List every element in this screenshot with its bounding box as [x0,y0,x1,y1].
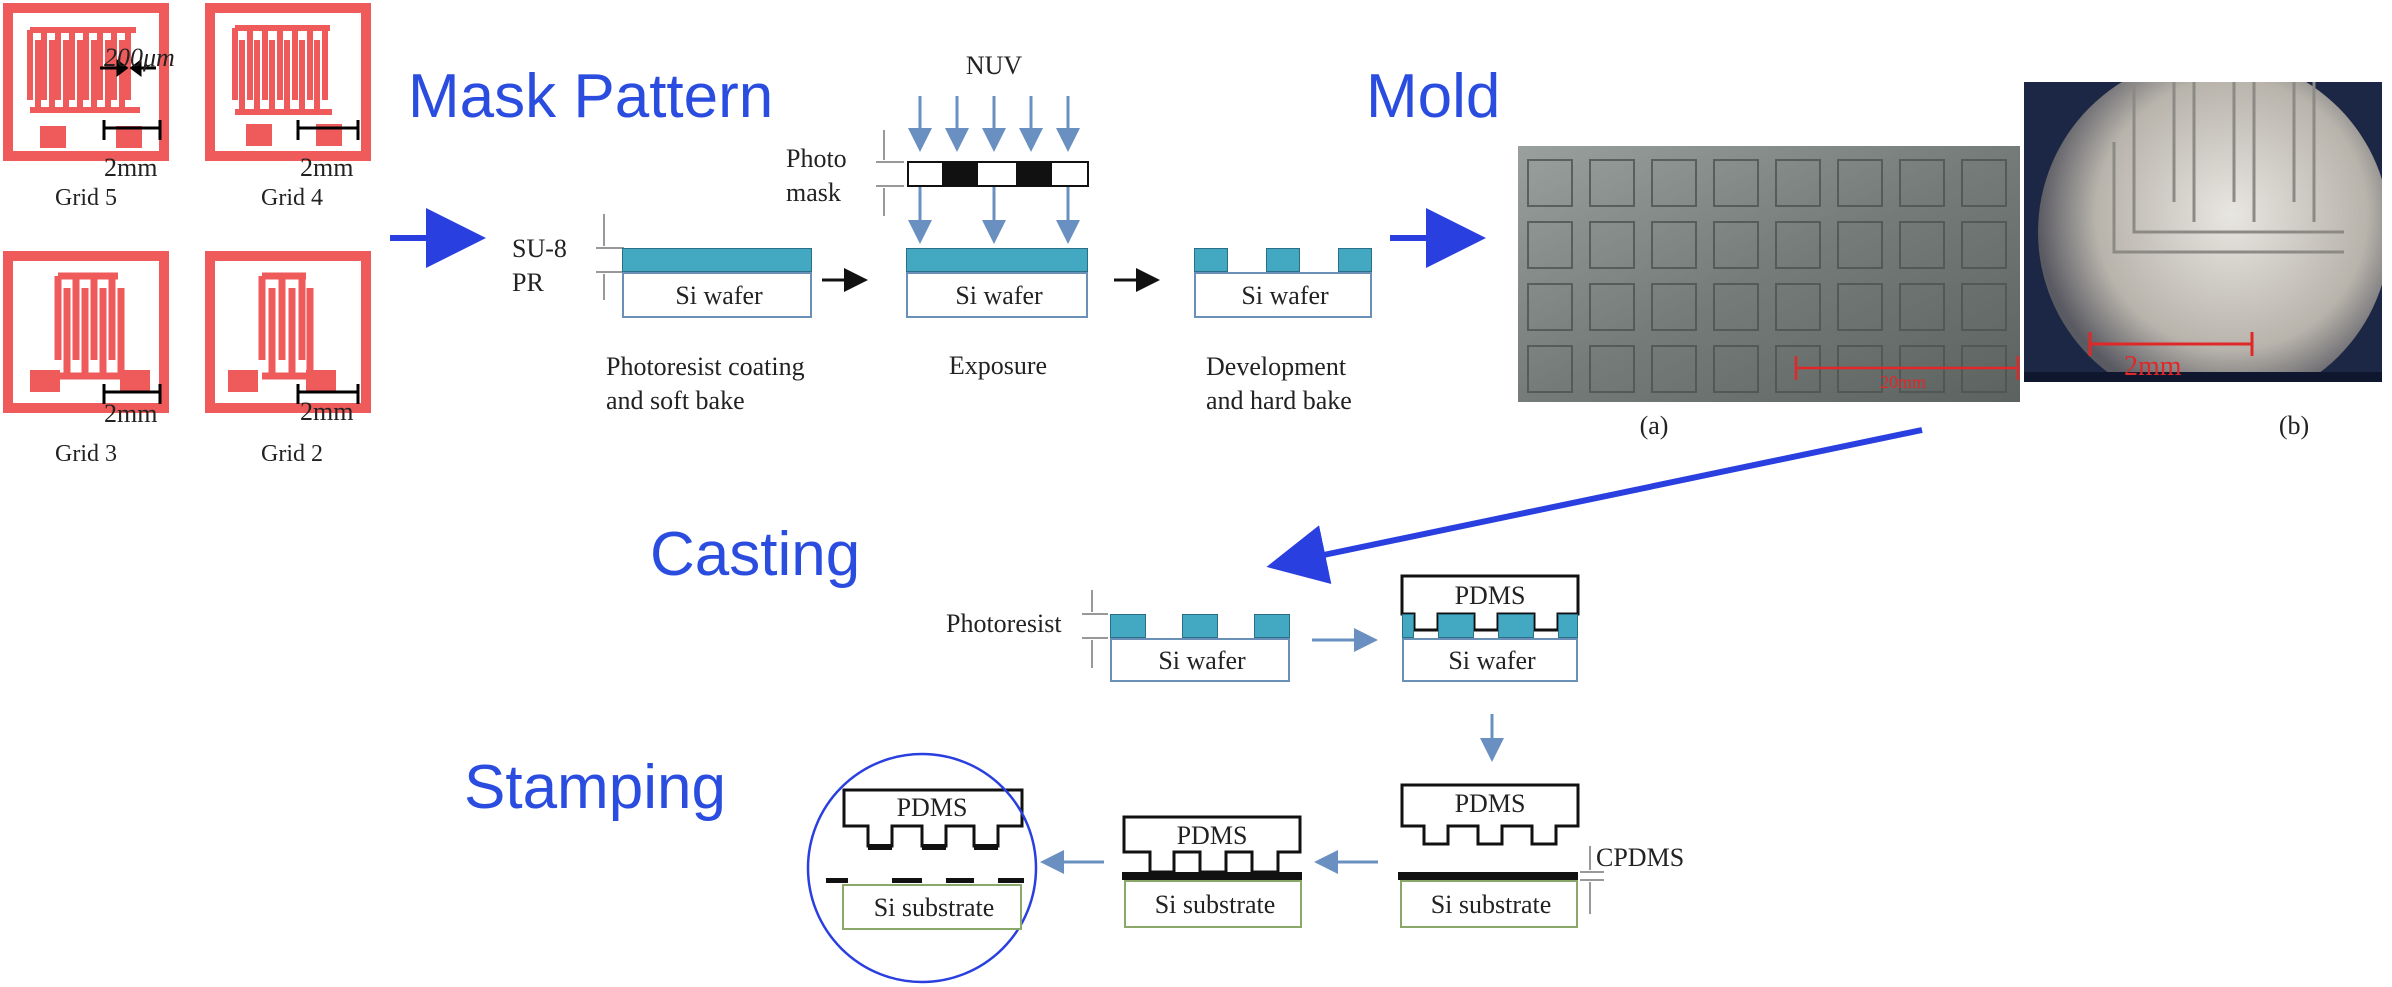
cpdms-layer-2 [1122,872,1302,880]
title-stamping: Stamping [464,753,726,822]
nuv-rays-through [908,186,1080,244]
grid-5-scale: 2mm [104,153,158,182]
step-3-caption: Development and hard bake [1206,352,1352,415]
nuv-label: NUV [965,51,1023,80]
title-mask-pattern: Mask Pattern [408,62,774,131]
mask-grids [3,3,371,413]
substrate-3: Si substrate [1400,880,1578,928]
si-wafer-step2-label: Si wafer [955,281,1043,310]
mold-photo-b-content [2024,82,2382,382]
mold-photo-a-label: (a) [1639,411,1669,440]
su8-layer-step2 [906,248,1088,272]
su8-pr-label: SU-8 PR [512,234,567,297]
su8-layer-step1 [622,248,812,272]
su8-thickness-marker [596,214,624,300]
mold-photo-a: 20mm [1518,146,2020,402]
resist-feature-1 [1194,248,1228,272]
grid-5-label: Grid 5 [55,185,117,211]
casting-thickness-marker [1082,590,1108,668]
cpdms-label: CPDMS [1596,843,1685,872]
substrate-1: Si substrate [842,884,1022,930]
cast-resist-b [1438,614,1474,638]
grid-4-scale: 2mm [300,153,354,182]
cpdms-thickness-marker [1580,846,1604,914]
casting-resist-2 [1182,614,1218,638]
substrate-3-label: Si substrate [1430,890,1552,919]
grid-2-label: Grid 2 [261,441,323,467]
grid-scale-markers [100,59,360,404]
result-highlight-circle [806,752,1038,984]
cast-resist-d [1558,614,1578,638]
substrate-2-label: Si substrate [1154,890,1276,919]
title-casting: Casting [650,520,861,589]
resist-feature-3 [1338,248,1372,272]
scale-bar-a [1794,356,2020,380]
cast-resist-a [1402,614,1414,638]
mold-photo-a-content [1518,146,2020,402]
casting-resist-1 [1110,614,1146,638]
si-wafer-step3: Si wafer [1194,272,1372,318]
nuv-rays-top [908,96,1080,152]
si-wafer-step2: Si wafer [906,272,1088,318]
grid-4-label: Grid 4 [261,185,323,211]
grid-3-scale: 2mm [104,399,158,428]
casting-pdms-label: PDMS [1454,581,1526,610]
stamp-2-pdms-label: PDMS [1176,821,1248,850]
photomask-thickness-marker [876,130,904,216]
stamp-1-pdms-label: PDMS [896,793,968,822]
scale-bar-b [2088,332,2254,356]
resist-feature-2 [1266,248,1300,272]
grid-5-pitch: 200μm [104,43,175,72]
si-wafer-step1-label: Si wafer [675,281,763,310]
casting-resist-3 [1254,614,1290,638]
substrate-2: Si substrate [1124,880,1302,928]
casting-wafer-2-label: Si wafer [1448,646,1536,675]
title-mold: Mold [1366,62,1501,131]
photomask [907,161,1089,187]
grid-2-pattern [205,251,371,413]
stamp-1-ink [826,844,1024,883]
casting-wafer-2: Si wafer [1402,638,1578,682]
cast-resist-c [1498,614,1534,638]
mold-photo-a-scale: 20mm [1880,372,1927,392]
casting-wafer-1-label: Si wafer [1158,646,1246,675]
grid-2-scale: 2mm [300,397,354,426]
step-1-caption: Photoresist coating and soft bake [606,352,805,415]
pdms-stamp-3 [1400,783,1580,846]
photoresist-label: Photoresist [946,609,1062,638]
grid-3-pattern [3,251,169,413]
arrow-mold-to-casting [1266,427,1923,585]
si-wafer-step1: Si wafer [622,272,812,318]
step-2-caption: Exposure [948,351,1048,380]
substrate-1-label: Si substrate [873,893,995,922]
mold-photo-b-scale: 2mm [2124,351,2182,382]
grid-3-label: Grid 3 [55,441,117,467]
casting-wafer-1: Si wafer [1110,638,1290,682]
mold-photo-b-label: (b) [2278,411,2310,440]
mold-photo-b: 2mm [2024,82,2382,382]
cpdms-layer-3 [1398,872,1578,880]
stamp-3-pdms-label: PDMS [1454,789,1526,818]
grid-5-pattern [3,3,169,161]
photo-mask-label: Photo mask [786,144,847,207]
si-wafer-step3-label: Si wafer [1241,281,1329,310]
